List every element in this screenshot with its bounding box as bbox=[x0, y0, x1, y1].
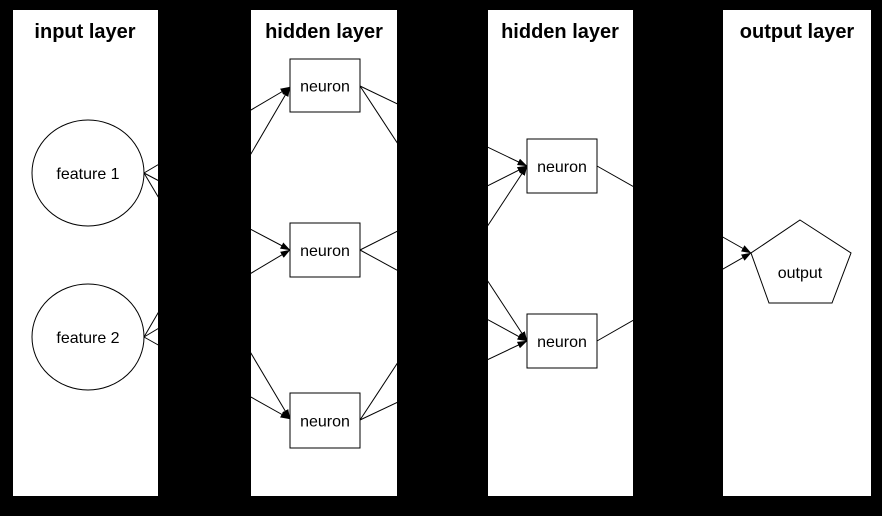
node-label-feature-2: feature 2 bbox=[56, 330, 119, 347]
node-label-feature-1: feature 1 bbox=[56, 166, 119, 183]
node-feature-1 bbox=[31, 119, 145, 227]
node-label-hidden1-neuron1: neuron bbox=[300, 79, 350, 96]
node-hidden2-neuron1 bbox=[526, 138, 598, 194]
layer-title-0: input layer bbox=[34, 21, 135, 43]
layer-panel-0 bbox=[13, 10, 158, 496]
node-feature-2 bbox=[31, 283, 145, 391]
panel-gap-mask-0 bbox=[158, 0, 251, 516]
node-hidden1-neuron1 bbox=[289, 58, 361, 113]
layer-title-3: output layer bbox=[740, 21, 855, 43]
node-label-hidden2-neuron1: neuron bbox=[537, 159, 587, 176]
layer-title-1: hidden layer bbox=[265, 21, 383, 43]
node-output bbox=[750, 219, 852, 304]
node-label-hidden1-neuron3: neuron bbox=[300, 414, 350, 431]
node-label-output: output bbox=[778, 265, 823, 282]
panel-gap-mask-2 bbox=[633, 0, 723, 516]
layer-panel-2 bbox=[488, 10, 633, 496]
node-hidden2-neuron2 bbox=[526, 313, 598, 369]
node-label-hidden2-neuron2: neuron bbox=[537, 334, 587, 351]
layer-title-2: hidden layer bbox=[501, 21, 619, 43]
panel-gap-mask-1 bbox=[397, 0, 488, 516]
node-hidden1-neuron2 bbox=[289, 222, 361, 278]
node-label-hidden1-neuron2: neuron bbox=[300, 243, 350, 260]
node-hidden1-neuron3 bbox=[289, 392, 361, 449]
